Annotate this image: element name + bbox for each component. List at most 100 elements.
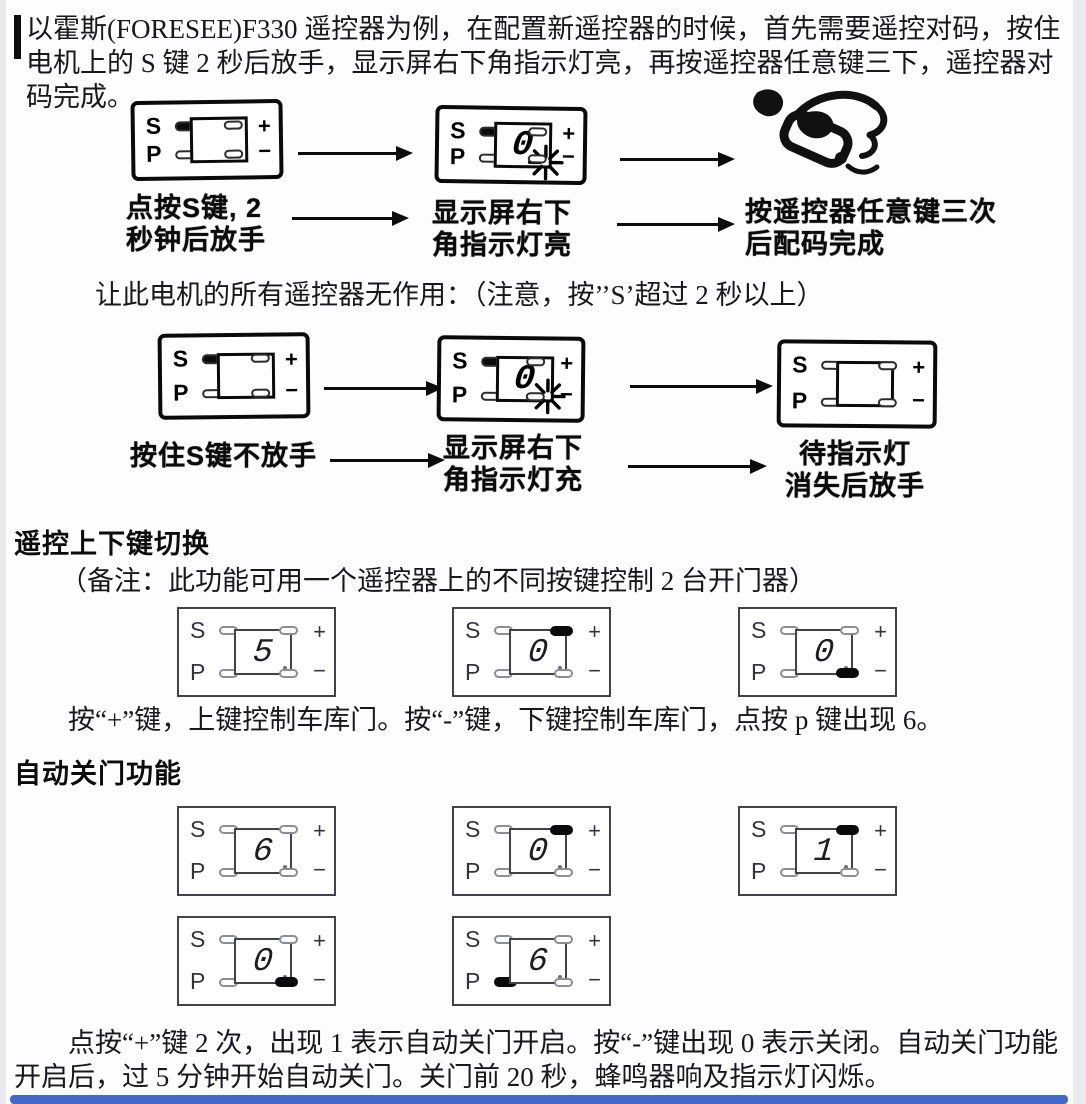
p-label: P [190,968,206,994]
p-label: P [449,143,466,170]
minus-label: − [313,857,326,882]
plus-label: + [313,818,326,843]
lcd-digit: 0 [526,832,550,870]
display-corner-dot [558,975,562,979]
plus-label: + [560,350,574,376]
minus-label: − [313,967,326,992]
text-cursor [14,15,21,59]
s-label: S [792,351,808,378]
plus-indicator [836,825,859,835]
minus-label: − [258,138,272,164]
plus-indicator [279,935,298,944]
bottom-scrollbar[interactable] [10,1095,1068,1104]
lcd-display: 6 [234,828,292,874]
plus-indicator [550,626,573,636]
minus-indicator [527,154,547,164]
lcd-digit: 5 [251,633,275,671]
arrow-icon [330,453,445,468]
plus-label: + [588,928,601,953]
p-label: P [791,387,808,414]
plus-indicator [279,626,298,635]
display-corner-dot [844,865,848,869]
lcd-digit: 6 [526,942,550,980]
caption-pairing-step2: 显示屏右下 角指示灯亮 [432,198,572,260]
arrow-icon [298,146,413,161]
minus-indicator [554,669,573,678]
lcd-digit: 0 [812,633,836,671]
disable-intro-text: 让此电机的所有遥控器无作用：（注意，按’’S’超过 2 秒以上） [95,280,824,310]
arrow-icon [324,381,443,396]
minus-indicator [836,668,859,678]
lcd-display: 0 [509,828,567,874]
minus-label: − [559,381,573,407]
arrow-icon [620,152,735,167]
lcd-display: 0 [234,938,292,984]
caption-pairing-step3: 按遥控器任意键三次 后配码完成 [745,197,997,259]
plus-indicator [840,626,859,635]
lcd-digit: 0 [251,942,275,980]
plus-label: + [588,619,601,644]
hand-pressing-remote-illustration [753,89,888,175]
p-label: P [465,858,481,884]
s-label: S [190,617,206,643]
lcd-display: 0 [795,629,853,675]
plus-label: + [562,120,576,146]
s-label: S [190,926,206,952]
s-label: S [465,926,481,952]
plus-indicator [526,357,546,367]
minus-label: − [588,857,601,882]
caption-disable-step3: 待指示灯 消失后放手 [785,439,925,501]
display-corner-dot [283,865,287,869]
minus-indicator [224,149,244,159]
minus-indicator [279,669,298,678]
p-label: P [146,140,162,167]
s-label: S [751,617,767,643]
lcd-display: 1 [795,828,853,874]
minus-label: − [561,143,576,169]
minus-indicator [554,978,573,987]
plus-indicator [554,935,573,944]
arrow-icon [617,217,735,232]
minus-indicator [877,398,897,408]
plus-label: + [588,818,601,843]
s-label: S [751,816,767,842]
s-label: S [452,347,468,374]
minus-indicator [279,868,298,877]
p-label: P [190,659,206,685]
plus-label: + [313,619,326,644]
plus-indicator [878,361,898,371]
p-label: P [451,381,468,408]
plus-indicator [550,825,573,835]
p-label: P [751,659,767,685]
arrow-icon [628,459,767,474]
page-edge-shadow-left [0,0,6,1104]
plus-label: + [313,928,326,953]
minus-indicator [840,868,859,877]
lcd-display: 5 [234,629,292,675]
lcd-display: 0 [509,629,567,675]
display-corner-dot [558,666,562,670]
display-corner-dot [283,666,287,670]
lcd-display: 6 [509,938,567,984]
s-label: S [465,816,481,842]
minus-indicator [554,868,573,877]
p-label: P [465,659,481,685]
caption-pairing-step1: 点按S键, 2 秒钟后放手 [126,193,266,255]
plus-label: + [874,619,887,644]
plus-indicator [250,353,270,363]
plus-label: + [284,346,298,372]
plus-indicator [223,120,243,130]
p-label: P [465,968,481,994]
s-label: S [465,617,481,643]
